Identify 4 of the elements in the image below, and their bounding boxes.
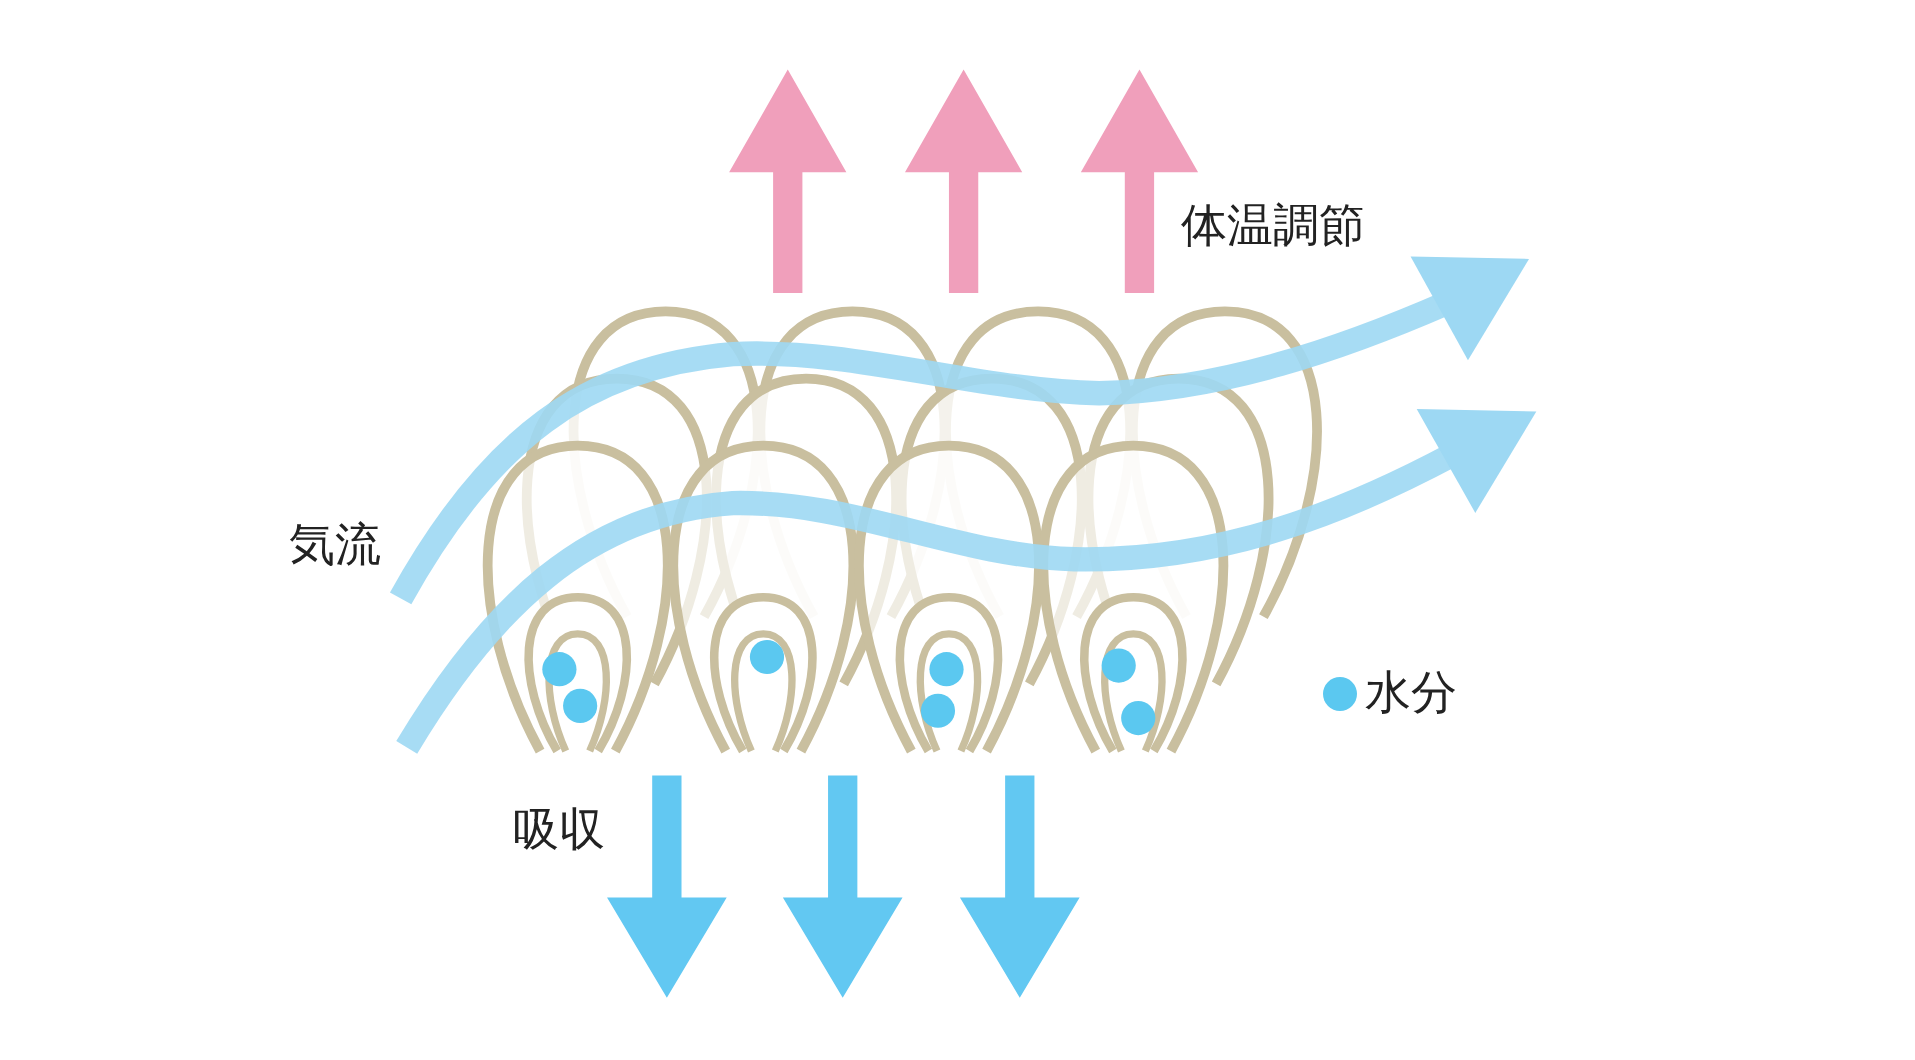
legend-label: 水分	[1365, 669, 1458, 716]
annotation-text: 体温調節	[1181, 201, 1365, 248]
annotation-text: 吸収	[512, 806, 605, 853]
annotation-text: 気流	[289, 521, 382, 568]
